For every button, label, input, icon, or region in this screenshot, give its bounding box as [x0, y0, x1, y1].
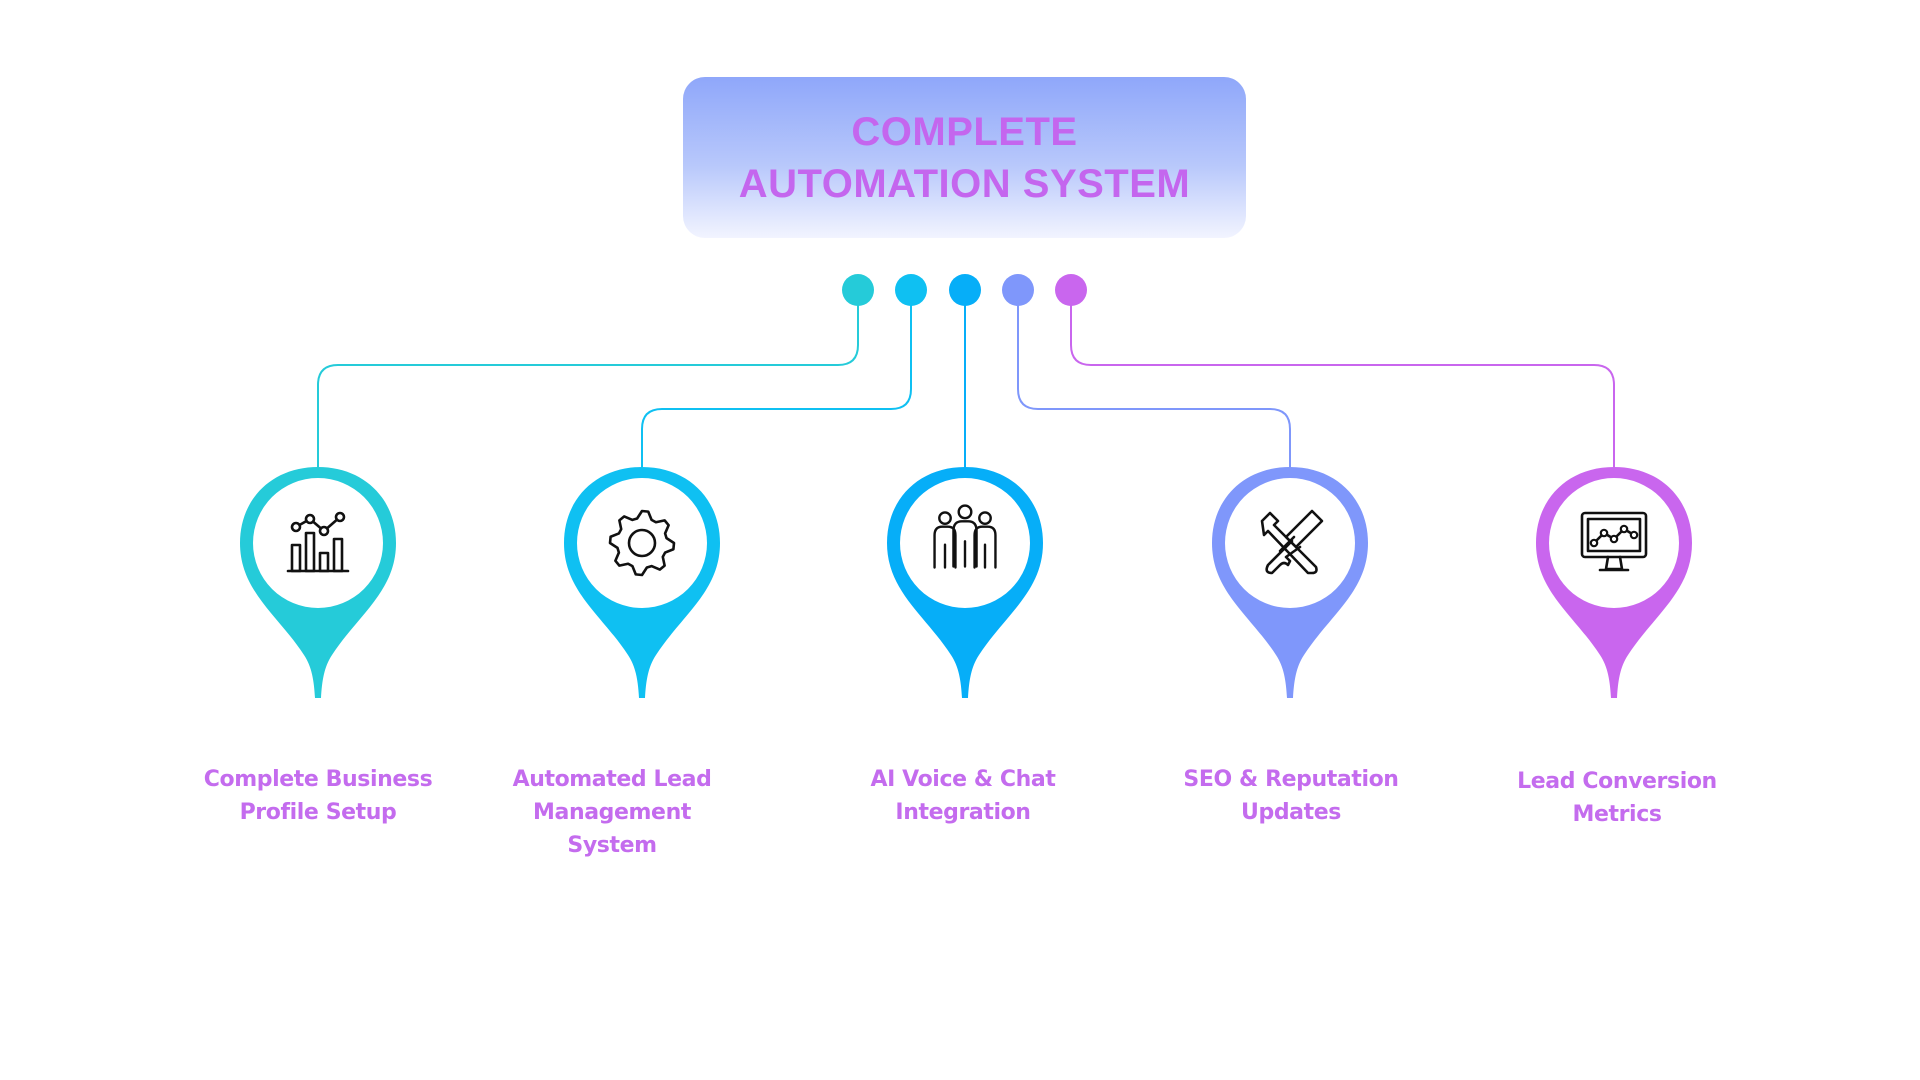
pin-4	[1212, 467, 1368, 698]
pin-5	[1536, 467, 1692, 698]
team-icon	[933, 504, 997, 569]
title-box: COMPLETE AUTOMATION SYSTEM	[683, 77, 1246, 238]
connector-line-4	[1017, 290, 1291, 467]
item-label-1: Complete Business Profile Setup	[203, 767, 433, 825]
connector-line-2	[641, 290, 912, 467]
pin-2	[564, 467, 720, 698]
bar-chart-icon	[286, 511, 350, 573]
pin-1	[240, 467, 396, 698]
pins	[240, 467, 1692, 698]
pin-circle-1	[253, 478, 383, 608]
gear-icon	[608, 509, 676, 577]
connector-line-5	[1070, 290, 1615, 467]
connector-dot-3	[949, 274, 981, 306]
title-line-2: AUTOMATION SYSTEM	[738, 161, 1191, 206]
tools-icon	[1260, 509, 1324, 575]
pin-3	[887, 467, 1043, 698]
connectors	[317, 290, 1615, 467]
item-label-2: Automated Lead Management System	[512, 767, 712, 858]
connector-dots	[842, 274, 1087, 306]
connector-dot-1	[842, 274, 874, 306]
item-label-5: Lead Conversion Metrics	[1517, 769, 1717, 827]
connector-dot-4	[1002, 274, 1034, 306]
monitor-chart-icon	[1580, 511, 1648, 572]
pin-circle-2	[577, 478, 707, 608]
item-label-4: SEO & Reputation Updates	[1183, 767, 1399, 825]
connector-line-1	[317, 290, 859, 467]
item-label-3: AI Voice & Chat Integration	[870, 767, 1056, 825]
connector-dot-2	[895, 274, 927, 306]
title-line-1: COMPLETE	[851, 109, 1078, 154]
connector-dot-5	[1055, 274, 1087, 306]
